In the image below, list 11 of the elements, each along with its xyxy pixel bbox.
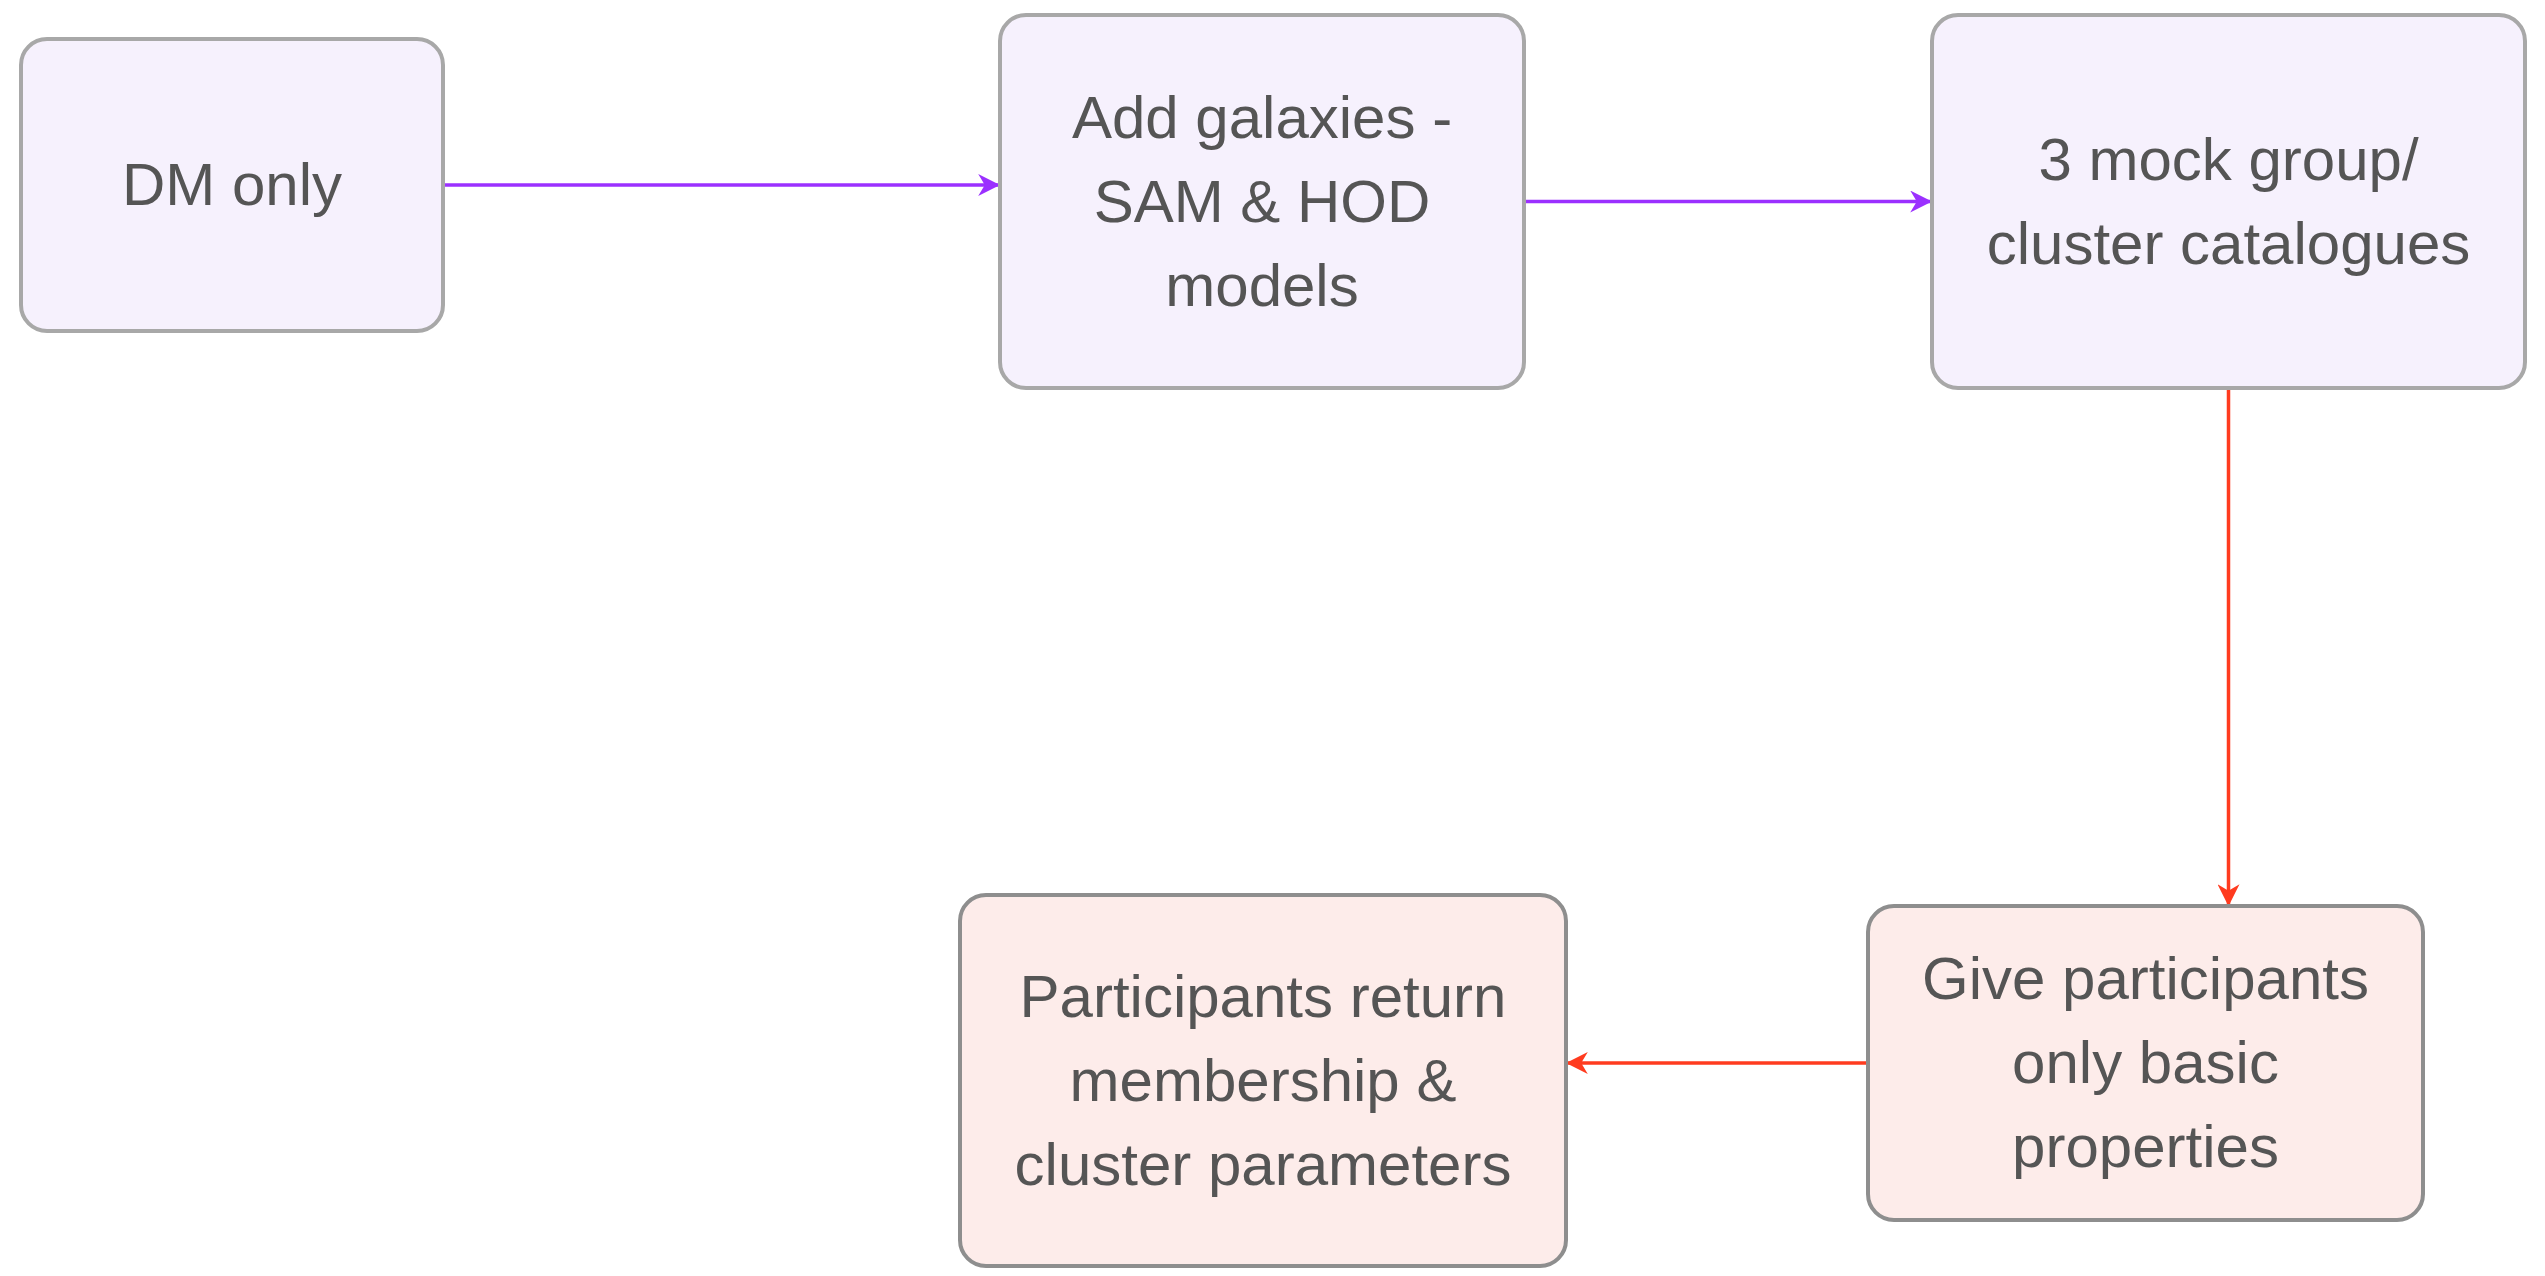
process-box	[958, 893, 1568, 1268]
process-box	[19, 37, 445, 333]
box-label: DM only	[121, 150, 343, 220]
box-label: 3 mock group/ cluster catalogues	[1985, 124, 2472, 279]
box-label: Participants return membership & cluster parameters	[1013, 961, 1513, 1200]
arrow	[2217, 390, 2240, 907]
box-label: Add galaxies - SAM & HOD models	[1070, 82, 1454, 321]
process-box	[1930, 13, 2527, 390]
process-box	[1866, 904, 2425, 1222]
box-label: Give participants only basic properties	[1921, 944, 2370, 1182]
process-box	[998, 13, 1526, 390]
